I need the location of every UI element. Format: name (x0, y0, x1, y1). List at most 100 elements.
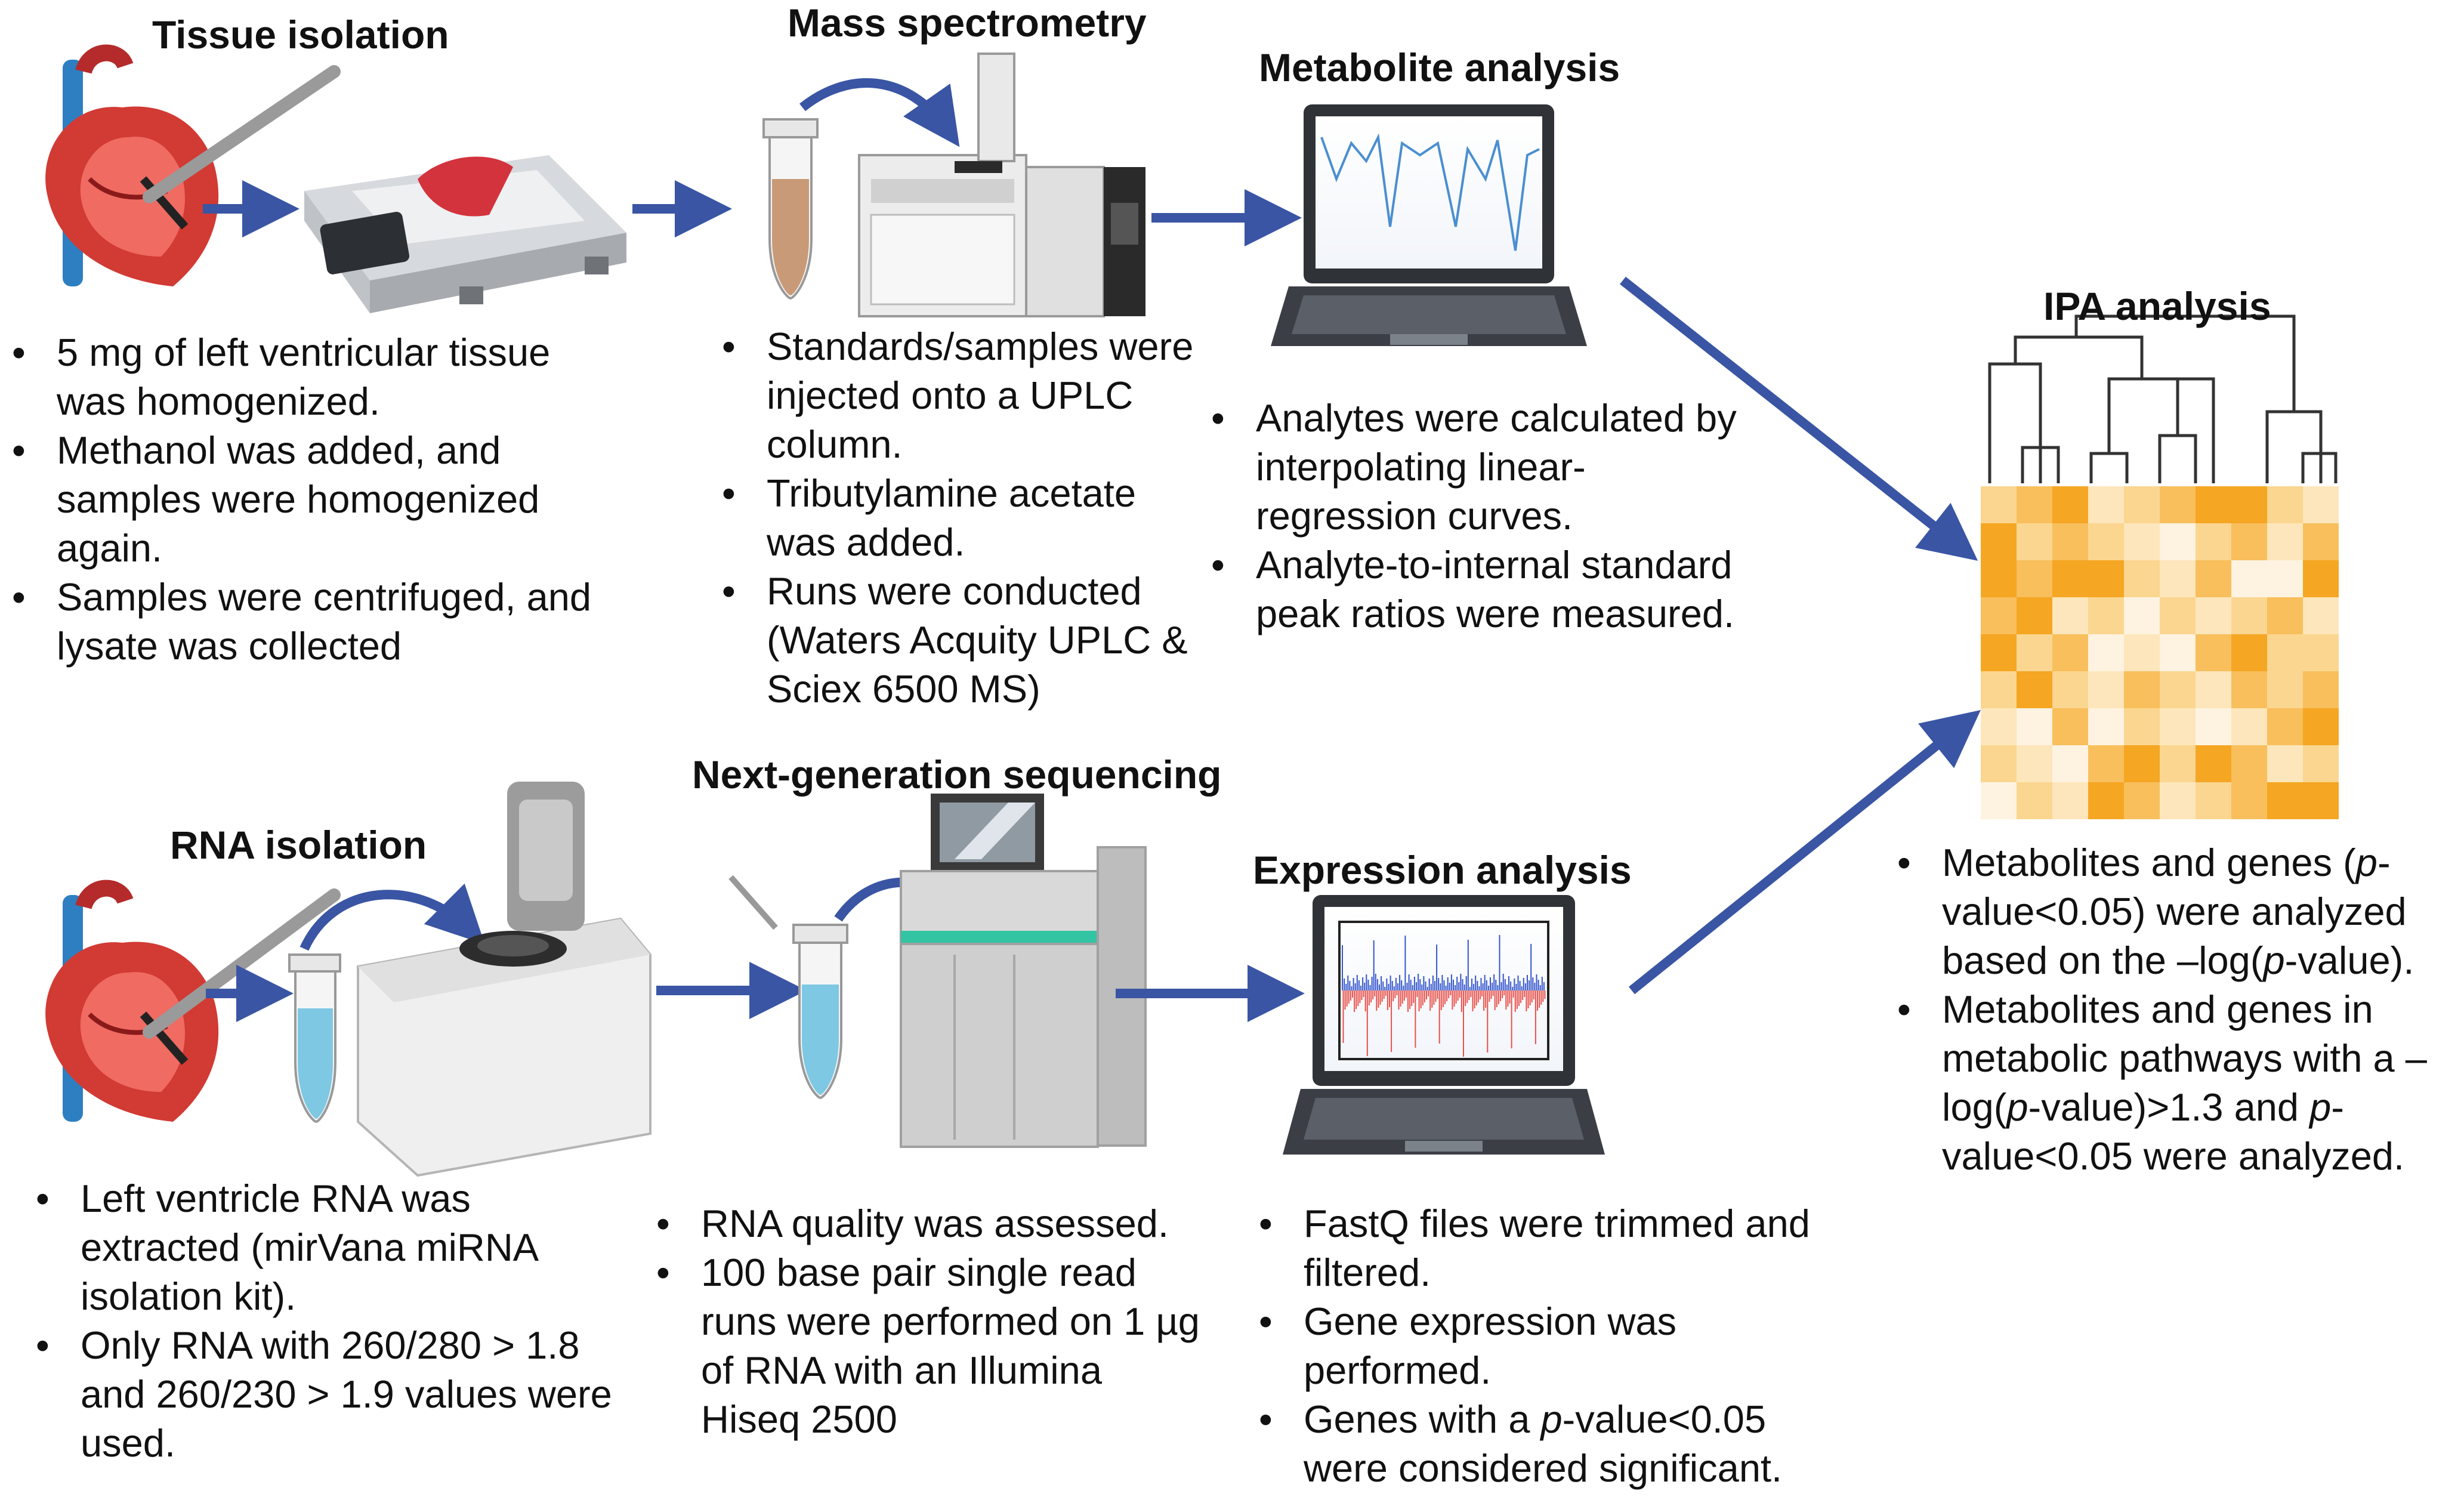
heatmap-cell (2088, 597, 2124, 634)
heatmap-cell (2052, 597, 2088, 634)
heatmap-cell (2124, 782, 2160, 819)
heatmap-cell (2303, 782, 2339, 819)
heatmap-cell (2267, 597, 2303, 634)
heatmap-cell (2303, 634, 2339, 671)
heatmap-cell (2017, 597, 2052, 634)
heatmap-cell (2231, 745, 2267, 782)
heatmap-cell (2052, 560, 2088, 597)
heatmap-cell (2017, 745, 2052, 782)
heatmap-cell (2267, 671, 2303, 708)
heatmap-cell (2196, 523, 2231, 560)
heatmap-cell (2124, 671, 2160, 708)
heatmap-cell (1981, 745, 2017, 782)
heatmap-cell (2196, 671, 2231, 708)
list-item: Gene expression was performed. (1259, 1297, 1832, 1395)
heatmap-cell (2231, 634, 2267, 671)
heatmap-cell (2052, 671, 2088, 708)
heatmap-cell (2196, 597, 2231, 634)
heatmap-cell (2052, 782, 2088, 819)
heatmap-dendrogram-icon (1981, 314, 2339, 819)
heatmap-cell (2088, 782, 2124, 819)
metabolite-analysis-steps: Analytes were calculated by interpolatin… (1211, 394, 1760, 638)
dendrogram (1988, 314, 2338, 483)
title-mass-spectrometry: Mass spectrometry (788, 1, 1147, 45)
heatmap-cell (2303, 523, 2339, 560)
heatmap-cell (1981, 782, 2017, 819)
rna-tube-icon (288, 953, 341, 1124)
heatmap-cell (1981, 671, 2017, 708)
list-item: 5 mg of left ventricular tissue was homo… (12, 328, 597, 426)
heatmap-cell (2160, 671, 2196, 708)
heatmap-cell (1981, 560, 2017, 597)
title-metabolite-analysis: Metabolite analysis (1259, 45, 1620, 89)
rna-isolation-instrument-icon (357, 782, 651, 1177)
heatmap-cell (1981, 486, 2017, 523)
scalpel-icon-top (143, 65, 341, 203)
heatmap-cell (2017, 634, 2052, 671)
heatmap-cell (2088, 486, 2124, 523)
list-item: FastQ files were trimmed and filtered. (1259, 1199, 1832, 1297)
heatmap-cell (2267, 634, 2303, 671)
heatmap-cell (2303, 597, 2339, 634)
heatmap-cell (2267, 523, 2303, 560)
heatmap-cell (2088, 523, 2124, 560)
heatmap-cell (2017, 671, 2052, 708)
list-item: Analytes were calculated by interpolatin… (1211, 394, 1760, 541)
heatmap-cell (2303, 745, 2339, 782)
rna-isolation-steps: Left ventricle RNA was extracted (mirVan… (36, 1174, 632, 1468)
list-item: Samples were centrifuged, and lysate was… (12, 573, 597, 671)
sample-tube-icon-top (762, 118, 819, 300)
heatmap-cell (2124, 634, 2160, 671)
heatmap-cell (2231, 671, 2267, 708)
heatmap-cell (2052, 634, 2088, 671)
list-item: Standards/samples were injected onto a U… (722, 322, 1211, 469)
list-item: Runs were conducted (Waters Acquity UPLC… (722, 567, 1211, 714)
heatmap-cell (2160, 708, 2196, 745)
heatmap-cell (2088, 671, 2124, 708)
title-ipa-analysis: IPA analysis (2043, 284, 2271, 328)
heatmap-cell (2267, 745, 2303, 782)
heatmap-cell (2231, 597, 2267, 634)
list-item: RNA quality was assessed. (656, 1199, 1205, 1248)
list-item: 100 base pair single read runs were perf… (656, 1248, 1205, 1444)
heatmap-cell (2160, 782, 2196, 819)
expression-trace (1342, 935, 1546, 1057)
heatmap-cell (1981, 597, 2017, 634)
laptop-icon-top (1271, 104, 1587, 346)
heatmap-cell (2267, 560, 2303, 597)
heatmap-cell (2017, 486, 2052, 523)
list-item: Analyte-to-internal standard peak ratios… (1211, 541, 1760, 638)
heatmap-cell (2124, 708, 2160, 745)
list-item: Genes with a p-value<0.05 were considere… (1259, 1395, 1832, 1493)
arrow-expression-to-ipa (1628, 709, 1981, 995)
heatmap-cell (2196, 745, 2231, 782)
heatmap-cell (2088, 708, 2124, 745)
heatmap-cell (2267, 782, 2303, 819)
ngs-steps: RNA quality was assessed. 100 base pair … (656, 1199, 1205, 1444)
heatmap-cell (2303, 671, 2339, 708)
heatmap-cell (2231, 486, 2267, 523)
heart-icon-bottom (45, 879, 219, 1122)
list-item: Methanol was added, and samples were hom… (12, 426, 597, 573)
heatmap-cell (2124, 745, 2160, 782)
heatmap-cell (2160, 597, 2196, 634)
list-item: Only RNA with 260/280 > 1.8 and 260/230 … (36, 1321, 632, 1468)
heatmap-cell (2124, 523, 2160, 560)
heatmap-cell (2052, 523, 2088, 560)
spectrum-trace (1320, 133, 1540, 251)
heatmap-cell (2088, 560, 2124, 597)
heatmap-cell (2196, 708, 2231, 745)
mass-spectrometry-steps: Standards/samples were injected onto a U… (722, 322, 1211, 714)
heatmap-cell (2196, 634, 2231, 671)
heatmap-cell (2052, 745, 2088, 782)
title-expression-analysis: Expression analysis (1253, 848, 1632, 892)
heatmap-cell (2303, 708, 2339, 745)
heatmap-cell (2231, 523, 2267, 560)
expression-analysis-steps: FastQ files were trimmed and filtered. G… (1259, 1199, 1832, 1493)
heatmap-cell (2231, 708, 2267, 745)
arrow-tube-to-ms (799, 78, 960, 147)
heatmap-cell (2160, 486, 2196, 523)
heatmap-cell (2088, 634, 2124, 671)
heatmap-cell (1981, 708, 2017, 745)
